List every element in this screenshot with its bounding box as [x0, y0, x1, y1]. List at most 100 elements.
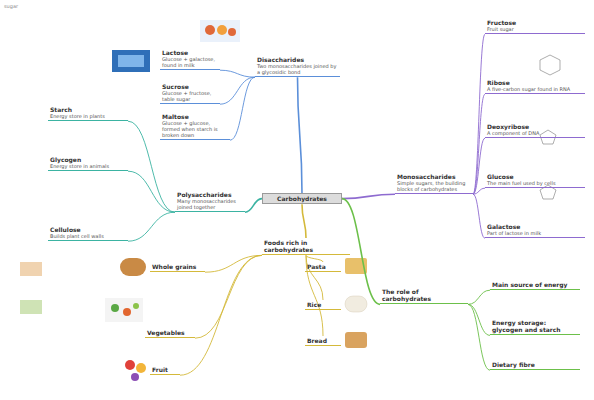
branch-line	[195, 255, 262, 338]
vegetables-photo	[105, 298, 143, 322]
node-heading: Fructose	[487, 19, 583, 26]
topic-node: Bread	[305, 336, 341, 346]
node-heading: Polysaccharides	[177, 191, 243, 198]
ring	[540, 55, 560, 75]
branch-line	[128, 212, 175, 241]
topic-node: GlycogenEnergy store in animals	[48, 155, 128, 171]
atom	[217, 25, 227, 35]
node-heading: Rice	[307, 301, 339, 308]
ring	[540, 185, 556, 199]
topic-node: Dietary fibre	[490, 360, 580, 370]
topic-node: MonosaccharidesSimple sugars, the buildi…	[395, 172, 473, 194]
branch-line	[473, 138, 485, 194]
node-heading: The role of carbohydrates	[382, 288, 466, 302]
corner-note: sugar	[4, 3, 18, 9]
node-note: Glucose + galactose, found in milk	[162, 56, 218, 68]
node-note: Glucose + fructose, table sugar	[162, 90, 218, 102]
node-heading: Dietary fibre	[492, 361, 578, 368]
node-heading: Foods rich in carbohydrates	[264, 239, 348, 253]
node-heading: Monosaccharides	[397, 173, 471, 180]
topic-node: Pasta	[305, 262, 341, 272]
atom	[228, 28, 236, 36]
topic-node: The role of carbohydrates	[380, 287, 468, 304]
branch-line	[245, 199, 262, 213]
branch-line	[473, 188, 485, 194]
topic-node: LactoseGlucose + galactose, found in mil…	[160, 48, 220, 70]
topic-node: CelluloseBuilds plant cell walls	[48, 225, 128, 241]
node-heading: Lactose	[162, 49, 218, 56]
topic-node: Foods rich in carbohydrates	[262, 238, 350, 255]
node-note: Part of lactose in milk	[487, 230, 583, 236]
photo	[112, 50, 150, 72]
node-note: Builds plant cell walls	[50, 233, 126, 239]
branch-line	[468, 304, 490, 335]
branch-line	[306, 255, 323, 262]
fruit	[131, 373, 139, 381]
node-heading: Whole grains	[152, 263, 203, 270]
vegetable	[123, 308, 131, 316]
ring	[540, 130, 556, 144]
photo-detail	[118, 55, 144, 67]
topic-node: Fruit	[150, 365, 180, 375]
branch-line	[468, 290, 490, 304]
node-heading: Fruit	[152, 366, 178, 373]
atom	[205, 25, 215, 35]
node-heading: Sucrose	[162, 83, 218, 90]
topic-node: Rice	[305, 300, 341, 310]
topic-node: MaltoseGlucose + glucose, formed when st…	[160, 112, 230, 140]
topic-node: GlucoseThe main fuel used by cells	[485, 172, 585, 188]
node-heading: Ribose	[487, 79, 583, 86]
node-heading: Starch	[50, 106, 126, 113]
topic-node: PolysaccharidesMany monosaccharides join…	[175, 190, 245, 212]
branch-line	[128, 171, 175, 212]
grains-photo	[120, 258, 146, 276]
bread-photo	[345, 332, 367, 348]
branch-line	[180, 255, 262, 375]
topic-node: GalactosePart of lactose in milk	[485, 222, 585, 238]
topic-node: StarchEnergy store in plants	[48, 105, 128, 121]
branch-line	[473, 34, 485, 194]
node-note: Fruit sugar	[487, 26, 583, 32]
branch-line	[205, 255, 262, 272]
branch-line	[468, 304, 490, 370]
image-frame	[200, 20, 240, 42]
node-heading: Carbohydrates	[265, 195, 339, 202]
branch-line	[342, 194, 395, 198]
vegetable	[111, 304, 119, 312]
node-heading: Bread	[307, 337, 339, 344]
node-note: Energy store in animals	[50, 163, 126, 169]
node-heading: Glucose	[487, 173, 583, 180]
vegetable	[133, 303, 139, 309]
node-heading: Glycogen	[50, 156, 126, 163]
node-note: Many monosaccharides joined together	[177, 198, 243, 210]
branch-line	[298, 77, 303, 193]
topic-node: DisaccharidesTwo monosaccharides joined …	[255, 55, 340, 77]
topic-node: Whole grains	[150, 262, 205, 272]
branch-line	[230, 77, 255, 140]
node-heading: Galactose	[487, 223, 583, 230]
fruit	[136, 363, 146, 373]
topic-node: FructoseFruit sugar	[485, 18, 585, 34]
node-heading: Energy storage: glycogen and starch	[492, 319, 578, 333]
node-note: A component of DNA	[487, 130, 583, 136]
node-heading: Vegetables	[147, 329, 193, 336]
topic-node: Energy storage: glycogen and starch	[490, 318, 580, 335]
node-note: Simple sugars, the building blocks of ca…	[397, 180, 471, 192]
photo	[20, 300, 42, 314]
branch-line	[220, 70, 255, 77]
structure-drawing	[540, 55, 560, 199]
node-heading: Deoxyribose	[487, 123, 583, 130]
topic-node: SucroseGlucose + fructose, table sugar	[160, 82, 220, 104]
node-heading: Pasta	[307, 263, 339, 270]
topic-node: Vegetables	[145, 328, 195, 338]
rice-photo	[345, 296, 367, 312]
node-note: The main fuel used by cells	[487, 180, 583, 186]
branch-line	[473, 194, 485, 238]
node-heading: Cellulose	[50, 226, 126, 233]
branch-line	[302, 204, 306, 238]
fruit	[125, 360, 135, 370]
photo	[20, 262, 42, 276]
branch-line	[342, 199, 380, 305]
node-heading: Disaccharides	[257, 56, 338, 63]
node-heading: Main source of energy	[492, 281, 578, 288]
